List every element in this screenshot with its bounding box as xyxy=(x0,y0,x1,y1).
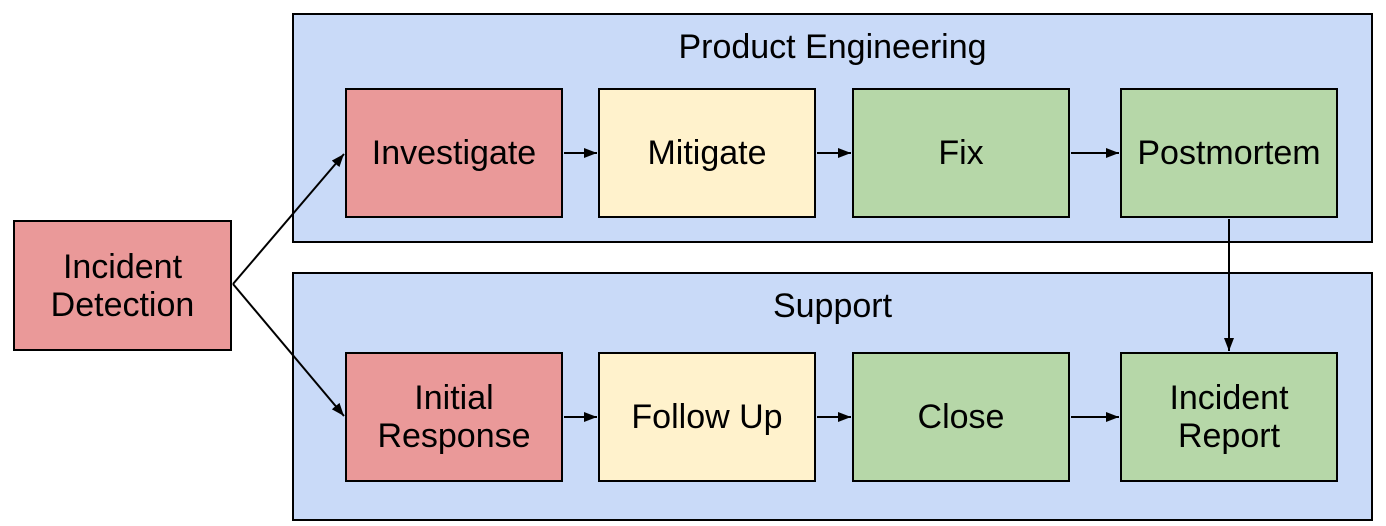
lane-title-product-engineering: Product Engineering xyxy=(678,28,987,66)
node-postmortem-label: Postmortem xyxy=(1137,134,1321,172)
node-incident-detection[interactable]: Incident Detection xyxy=(13,220,232,351)
node-initial-response[interactable]: Initial Response xyxy=(345,352,563,482)
node-investigate[interactable]: Investigate xyxy=(345,88,563,218)
lane-product-engineering[interactable]: Product Engineering Investigate Mitigate… xyxy=(292,13,1373,243)
node-close[interactable]: Close xyxy=(852,352,1070,482)
node-incident-report-label: Incident Report xyxy=(1169,379,1289,455)
node-fix-label: Fix xyxy=(938,134,984,172)
node-investigate-label: Investigate xyxy=(371,134,537,172)
node-follow-up[interactable]: Follow Up xyxy=(598,352,816,482)
lane-title-support: Support xyxy=(772,287,893,325)
node-initial-response-label: Initial Response xyxy=(377,379,531,455)
node-mitigate-label: Mitigate xyxy=(647,134,767,172)
lane-support[interactable]: Support Initial Response Follow Up Close… xyxy=(292,272,1373,521)
node-follow-up-label: Follow Up xyxy=(631,398,783,436)
node-close-label: Close xyxy=(917,398,1005,436)
node-incident-report[interactable]: Incident Report xyxy=(1120,352,1338,482)
node-incident-detection-label: Incident Detection xyxy=(50,247,195,324)
node-mitigate[interactable]: Mitigate xyxy=(598,88,816,218)
node-postmortem[interactable]: Postmortem xyxy=(1120,88,1338,218)
node-fix[interactable]: Fix xyxy=(852,88,1070,218)
